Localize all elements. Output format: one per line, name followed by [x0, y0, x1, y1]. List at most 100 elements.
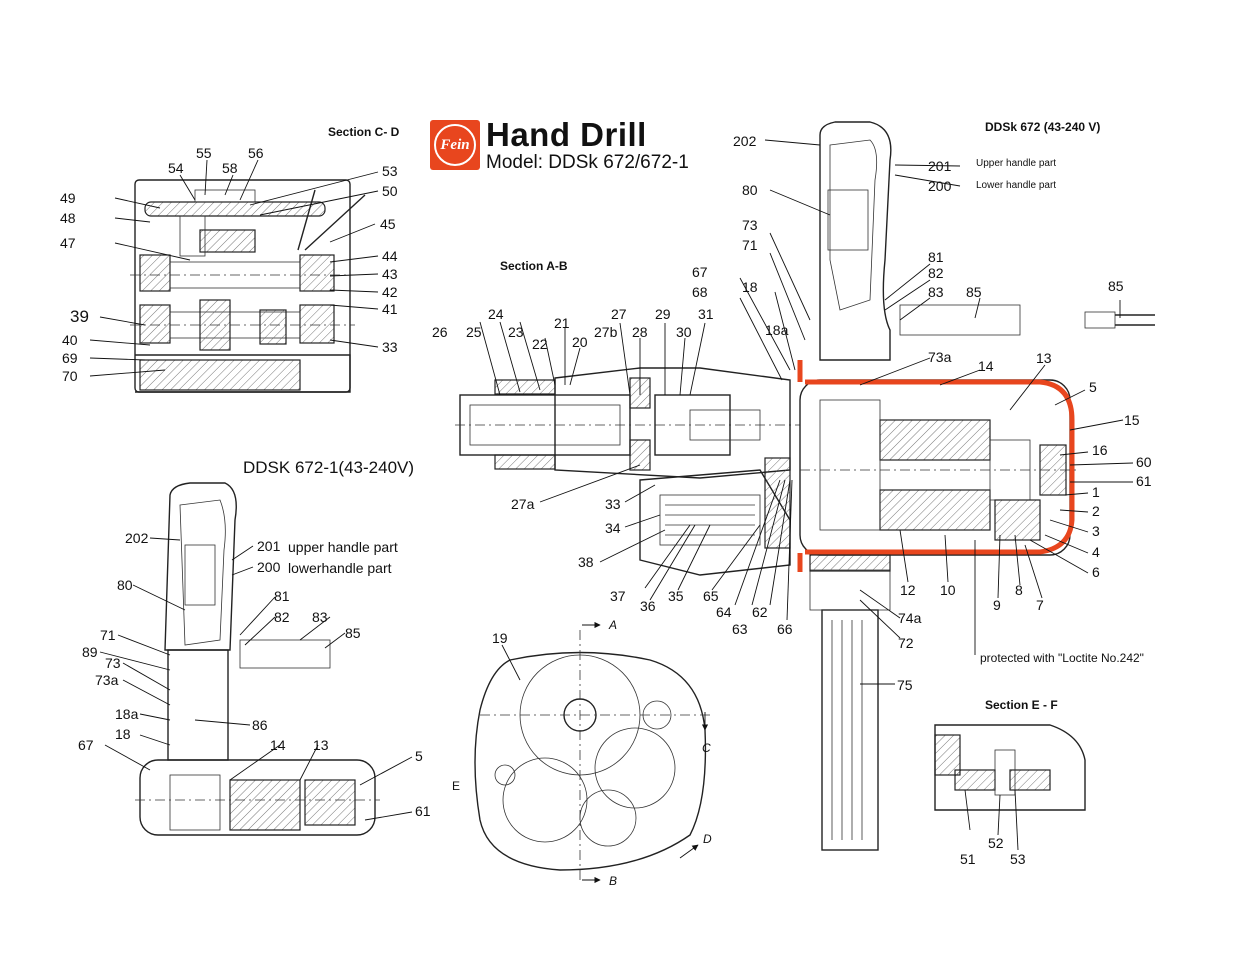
part-label: 89	[82, 644, 98, 660]
part-label: 70	[62, 368, 78, 384]
part-label: 19	[492, 630, 508, 646]
part-label: 14	[978, 358, 994, 374]
part-label: 50	[382, 183, 398, 199]
part-label: 47	[60, 235, 76, 251]
part-label: 60	[1136, 454, 1152, 470]
part-label: 73a	[95, 672, 119, 688]
part-label: 34	[605, 520, 621, 536]
part-label: 85	[966, 284, 982, 300]
part-label: 23	[508, 324, 524, 340]
section-cd-drawing	[130, 179, 366, 393]
part-label: 24	[488, 306, 504, 322]
part-labels: 54 55 58 56 53 50 45 44 43 42 41 33 49 4…	[60, 133, 1152, 888]
part-label: 14	[270, 737, 286, 753]
part-label: 67	[78, 737, 94, 753]
logo-text: Fein	[434, 124, 476, 166]
section-cd-header: Section C- D	[328, 125, 400, 139]
part-label: 2	[1092, 503, 1100, 519]
part-label: 42	[382, 284, 398, 300]
section-ab-drawing	[455, 121, 1155, 851]
part-label: 30	[676, 324, 692, 340]
lower-handle-note-small: Lower handle part	[976, 180, 1057, 191]
part-label: 202	[733, 133, 757, 149]
part-label: 25	[466, 324, 482, 340]
part-label: 28	[632, 324, 648, 340]
part-label: 80	[742, 182, 758, 198]
part-label: 4	[1092, 544, 1100, 560]
part-label: 27a	[511, 496, 535, 512]
ddsk-672-1-header: DDSK 672-1(43-240V)	[243, 458, 415, 477]
upper-handle-note-large: upper handle part	[288, 539, 398, 555]
gear-end-view	[474, 621, 710, 884]
part-label: 71	[100, 627, 116, 643]
part-label: 16	[1092, 442, 1108, 458]
part-label: 3	[1092, 523, 1100, 539]
part-label: 27b	[594, 324, 618, 340]
part-label: 13	[1036, 350, 1052, 366]
part-label: 52	[988, 835, 1004, 851]
part-label: 69	[62, 350, 78, 366]
part-label: 65	[703, 588, 719, 604]
part-label: 71	[742, 237, 758, 253]
part-label: 13	[313, 737, 329, 753]
part-label: 8	[1015, 582, 1023, 598]
part-label: 82	[928, 265, 944, 281]
part-label: 20	[572, 334, 588, 350]
part-label: 40	[62, 332, 78, 348]
part-label: 66	[777, 621, 793, 637]
section-ab-header: Section A-B	[500, 259, 568, 273]
part-label: 36	[640, 598, 656, 614]
part-label: 41	[382, 301, 398, 317]
part-label: 26	[432, 324, 448, 340]
part-label: 31	[698, 306, 714, 322]
part-label: 9	[993, 597, 1001, 613]
leader-lines	[89, 139, 1134, 851]
part-label: 74a	[898, 610, 922, 626]
page-title: Hand Drill	[486, 116, 647, 153]
part-label: 21	[554, 315, 570, 331]
loctite-note: protected with "Loctite No.242"	[980, 651, 1144, 665]
part-label: 63	[732, 621, 748, 637]
part-label: 67	[692, 264, 708, 280]
ddsk-672-1-drawing	[135, 482, 380, 836]
part-label: 38	[578, 554, 594, 570]
part-label: 12	[900, 582, 916, 598]
part-label: 81	[274, 588, 290, 604]
part-label: 5	[1089, 379, 1097, 395]
part-label: 53	[1010, 851, 1026, 867]
section-marker-e: E	[452, 779, 460, 793]
part-label: 68	[692, 284, 708, 300]
part-label: 83	[312, 609, 328, 625]
section-marker-a: A	[608, 618, 617, 632]
part-label: 75	[897, 677, 913, 693]
part-label: 202	[125, 530, 149, 546]
part-label: 7	[1036, 597, 1044, 613]
part-label: 6	[1092, 564, 1100, 580]
ddsk-672-header: DDSk 672 (43-240 V)	[985, 120, 1101, 134]
part-label: 45	[380, 216, 396, 232]
part-label: 48	[60, 210, 76, 226]
section-marker-b: B	[609, 874, 617, 888]
part-label: 85	[1108, 278, 1124, 294]
part-label: 54	[168, 160, 184, 176]
part-label: 82	[274, 609, 290, 625]
section-marker-c: C	[702, 741, 711, 755]
model-subtitle: Model: DDSk 672/672-1	[486, 152, 689, 173]
part-label: 85	[345, 625, 361, 641]
part-label: 33	[605, 496, 621, 512]
part-label: 56	[248, 145, 264, 161]
part-label: 53	[382, 163, 398, 179]
part-label: 18a	[115, 706, 139, 722]
part-label: 72	[898, 635, 914, 651]
part-label: 83	[928, 284, 944, 300]
part-label: 200	[257, 559, 281, 575]
part-label: 37	[610, 588, 626, 604]
part-label: 43	[382, 266, 398, 282]
part-label: 15	[1124, 412, 1140, 428]
part-label: 201	[928, 158, 952, 174]
part-label: 18	[742, 279, 758, 295]
section-ef-drawing	[934, 724, 1086, 811]
part-label: 29	[655, 306, 671, 322]
part-label: 1	[1092, 484, 1100, 500]
